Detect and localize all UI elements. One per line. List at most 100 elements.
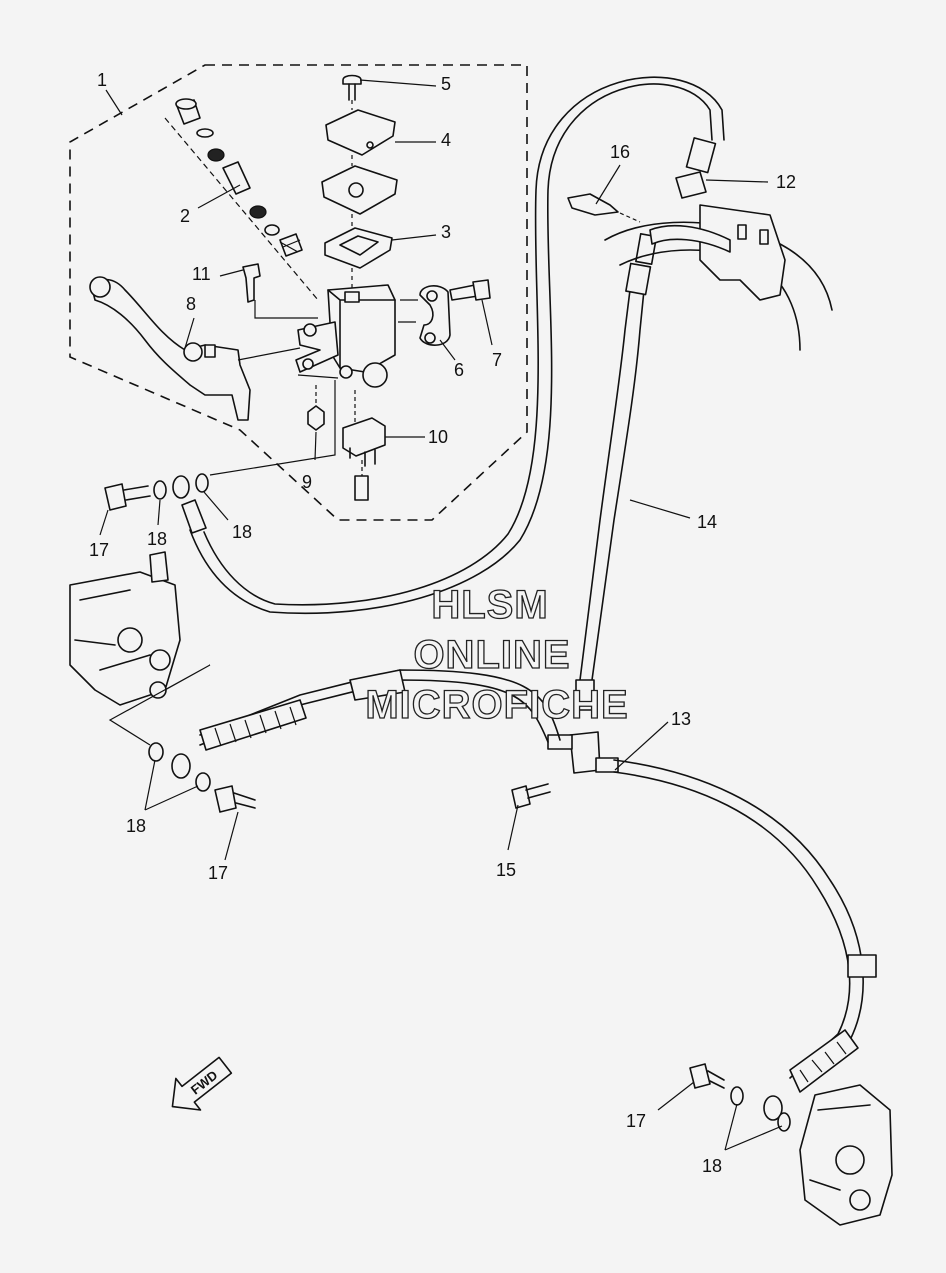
washer-right-2 <box>777 1112 791 1132</box>
callout-1: 1 <box>97 70 107 90</box>
union-bolt-left <box>214 785 237 813</box>
lever-tip <box>89 276 111 298</box>
callout-4: 4 <box>441 130 451 150</box>
diaphragm-inner <box>339 235 379 256</box>
banjo-fitting-upper <box>172 475 190 499</box>
joint-left-port <box>547 734 573 750</box>
switch-terminals <box>349 447 376 467</box>
cylinder-end-cap <box>362 362 388 388</box>
hose-guide-clip <box>649 224 731 253</box>
callout-labels: 1 2 3 4 5 6 7 8 9 10 11 12 13 14 15 16 1… <box>89 70 796 1176</box>
callout-17-upper: 17 <box>89 540 109 560</box>
hose-14-right <box>591 289 645 681</box>
hose-13-ribs <box>799 1041 847 1083</box>
callout-leaders <box>99 79 783 1151</box>
hose-13-outer <box>613 759 864 1086</box>
callout-5: 5 <box>441 74 451 94</box>
frame-bracket <box>699 204 786 301</box>
cup <box>264 224 280 236</box>
cylinder-outlet <box>339 365 353 379</box>
callout-15: 15 <box>496 860 516 880</box>
callout-18-left: 18 <box>126 816 146 836</box>
brake-hoses <box>189 76 877 1093</box>
upper-hose-inner <box>203 76 725 606</box>
hose-13-armor <box>789 1029 859 1093</box>
left-caliper-piston-2 <box>149 649 171 671</box>
leader-lever-lower <box>297 374 339 379</box>
brake-switch <box>342 417 386 457</box>
callout-10: 10 <box>428 427 448 447</box>
lever-stop <box>204 344 216 358</box>
bracket-slot-1 <box>737 224 747 240</box>
callout-17-left: 17 <box>208 863 228 883</box>
hose-13-collar <box>847 954 877 978</box>
left-hose-inner <box>199 669 561 741</box>
master-cylinder-group <box>69 64 528 521</box>
circlip <box>196 128 214 138</box>
right-caliper-piston-1 <box>835 1145 865 1175</box>
plate-port <box>348 182 364 198</box>
washer-left-1 <box>148 742 164 762</box>
callout-18-upper-1: 18 <box>147 529 167 549</box>
washer-right-1 <box>730 1086 744 1106</box>
assembly-boundary <box>69 64 528 521</box>
master-cylinder-outline <box>327 289 396 369</box>
screw-shank <box>348 83 356 101</box>
hose-nut-12 <box>675 171 707 199</box>
seal-1 <box>207 148 225 162</box>
washer-upper-2 <box>195 473 209 493</box>
banjo-fitting-right <box>763 1095 783 1121</box>
watermark-line-3: MICROFICHE <box>365 683 628 727</box>
joint-right-port <box>595 757 619 773</box>
callout-9: 9 <box>302 472 312 492</box>
callout-2: 2 <box>180 206 190 226</box>
spring <box>279 233 303 257</box>
holder-hole-bottom <box>424 332 436 344</box>
left-hose-collar <box>349 669 406 701</box>
brake-lever <box>91 278 251 421</box>
callout-13: 13 <box>671 709 691 729</box>
pivot-bolt <box>242 263 261 303</box>
joint-fitting <box>575 679 595 711</box>
callout-11: 11 <box>192 264 211 284</box>
spring-coils <box>279 239 301 253</box>
reservoir-port <box>344 291 360 303</box>
cap-hole <box>366 141 374 149</box>
right-caliper <box>689 1063 893 1226</box>
banjo-neck-upper <box>181 499 207 534</box>
clip-16 <box>567 193 619 216</box>
cap-screw <box>342 74 362 85</box>
washer-left-2 <box>195 772 211 792</box>
bracket-slot-2 <box>759 229 769 245</box>
callout-14: 14 <box>697 512 717 532</box>
callout-8: 8 <box>186 294 196 314</box>
watermark-line-1: HLSM <box>431 583 548 627</box>
callout-16: 16 <box>610 142 630 162</box>
holder-guides <box>398 299 418 323</box>
clamp-holder <box>419 285 451 346</box>
callout-3: 3 <box>441 222 451 242</box>
right-caliper-piston-2 <box>849 1189 871 1211</box>
seal-2 <box>249 205 267 219</box>
watermark-line-2: ONLINE <box>413 633 570 677</box>
piston <box>222 161 251 195</box>
frame-detail <box>567 193 833 351</box>
banjo-fitting-left <box>171 753 191 779</box>
left-caliper <box>69 551 256 813</box>
watermark: HLSM ONLINE MICROFICHE <box>365 582 629 727</box>
reservoir-cap <box>325 109 396 156</box>
hose-13-inner <box>613 771 851 1079</box>
callout-18-right: 18 <box>702 1156 722 1176</box>
armor-ribs <box>214 706 297 747</box>
callout-6: 6 <box>454 360 464 380</box>
bracket-hole-bottom <box>302 358 314 370</box>
left-bleeder <box>149 551 169 583</box>
upper-hose-outer <box>189 83 713 615</box>
leader-lever-body <box>237 347 301 361</box>
callout-7: 7 <box>492 350 502 370</box>
union-bolt-upper <box>104 483 127 511</box>
switch-screw <box>354 475 369 501</box>
left-caliper-piston-1 <box>117 627 143 653</box>
left-hose-armor <box>199 699 307 751</box>
union-bolt-right <box>689 1063 711 1089</box>
